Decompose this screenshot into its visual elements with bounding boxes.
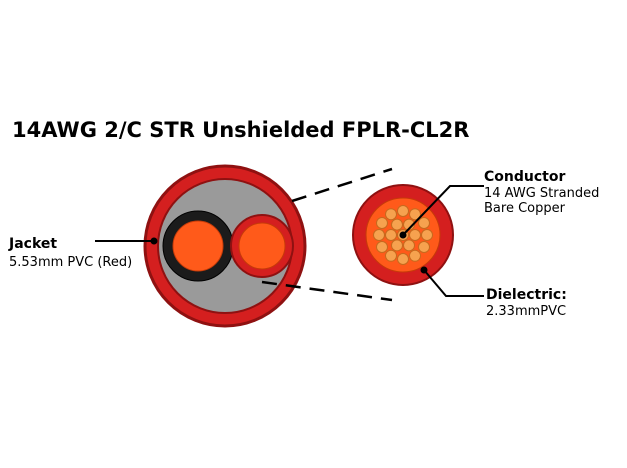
dielectric-callout: Dielectric: 2.33mmPVC: [420, 266, 567, 319]
conductor-detail-line1: 14 AWG Stranded: [484, 186, 599, 201]
strand: [385, 249, 397, 262]
strand: [385, 229, 397, 241]
strand: [385, 208, 397, 221]
black-conductor: [162, 210, 234, 282]
strand: [391, 239, 403, 252]
strand: [418, 241, 430, 253]
strand: [373, 229, 385, 241]
strand: [391, 218, 403, 231]
conductor-strands: [373, 205, 433, 265]
jacket-detail: 5.53mm PVC (Red): [9, 255, 132, 270]
cable-cross-section: [143, 164, 307, 328]
jacket-callout: Jacket 5.53mm PVC (Red): [8, 236, 158, 270]
dielectric-detail: 2.33mmPVC: [486, 304, 566, 319]
conductor-heading: Conductor: [484, 169, 565, 185]
conductor-leader-line: [402, 185, 484, 236]
conductor-callout: Conductor 14 AWG Stranded Bare Copper: [399, 169, 599, 239]
red-conductor: [230, 214, 294, 278]
dielectric-leader-dot: [420, 266, 428, 274]
conductor-detail-line2: Bare Copper: [484, 201, 566, 216]
strand: [397, 205, 409, 217]
strand: [376, 241, 388, 253]
conductor-leader-dot: [399, 231, 407, 239]
strand: [421, 229, 433, 241]
red-conductor-core: [238, 222, 286, 270]
strand: [409, 208, 421, 221]
dielectric-heading: Dielectric:: [486, 287, 567, 303]
strand: [409, 249, 421, 262]
jacket-leader-dot: [150, 237, 158, 245]
zoom-line-upper: [291, 167, 393, 203]
jacket-heading: Jacket: [8, 236, 57, 252]
strand: [409, 229, 421, 241]
strand: [418, 217, 430, 229]
dielectric-leader-line: [423, 269, 484, 297]
black-conductor-core: [172, 220, 224, 272]
strand: [403, 239, 415, 252]
diagram-title: 14AWG 2/C STR Unshielded FPLR-CL2R: [12, 118, 469, 142]
strand: [376, 217, 388, 229]
zoom-line-lower: [261, 280, 393, 302]
strand: [397, 253, 409, 265]
